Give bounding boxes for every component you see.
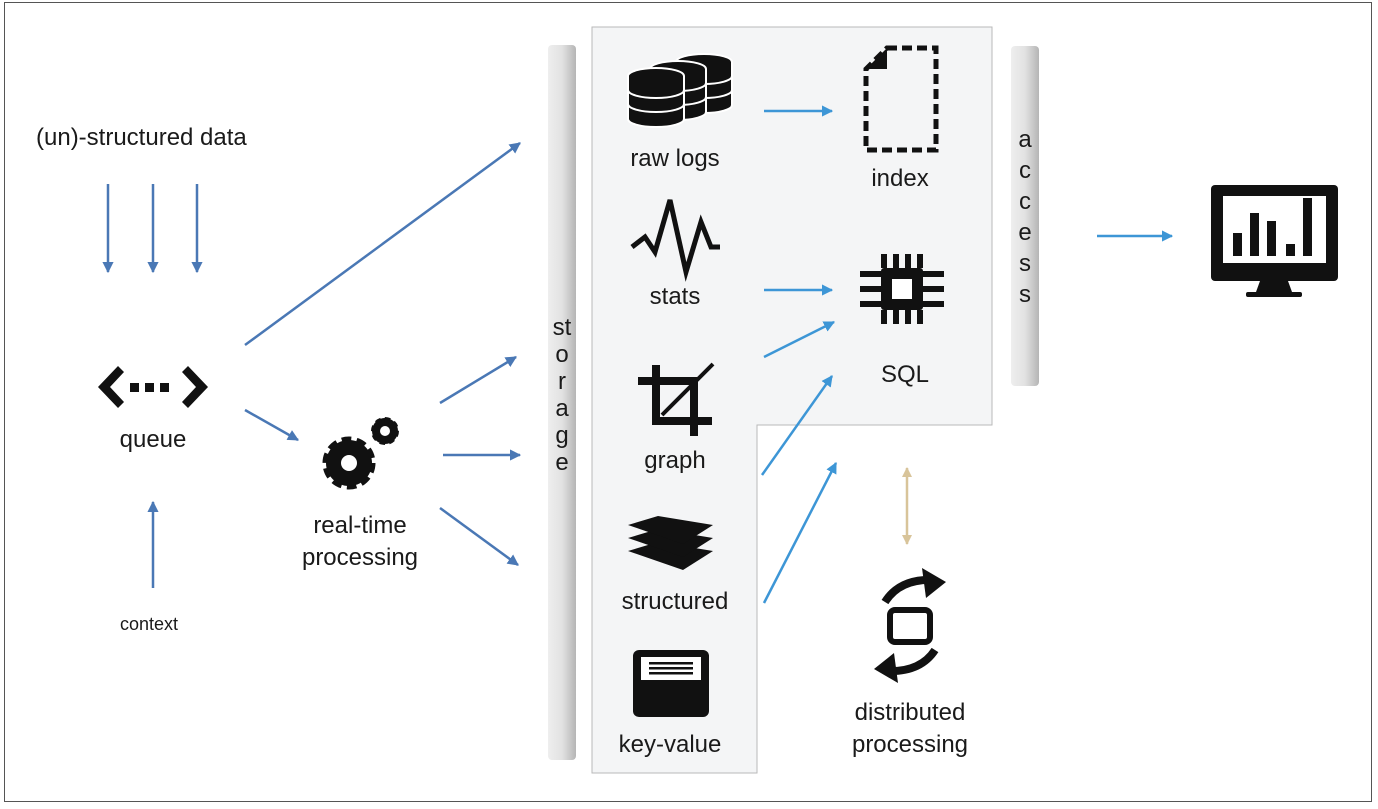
sync-icon <box>874 568 946 683</box>
access-bar-label: a c c e s s <box>1007 128 1043 314</box>
drawer-icon <box>633 650 709 717</box>
realtime-label-line1: real-time <box>313 512 407 539</box>
storage-letter: a <box>555 395 569 422</box>
storage-letter: e <box>555 449 569 476</box>
access-letter: s <box>1019 281 1031 308</box>
access-bar <box>1011 46 1039 386</box>
storage-letter: g <box>555 422 569 449</box>
queue-label: queue <box>119 426 187 453</box>
context-label: context <box>119 614 179 634</box>
access-letter: c <box>1019 188 1031 215</box>
stats-label: stats <box>649 283 701 310</box>
structured-label: structured <box>621 588 729 615</box>
chip-icon <box>860 254 944 324</box>
gears-icon <box>322 417 399 490</box>
access-letter: s <box>1019 250 1031 277</box>
storage-letter: o <box>555 341 569 368</box>
frame-border <box>4 2 1372 802</box>
distributed-label-line1: distributed <box>854 699 966 726</box>
zigzag-signal-icon <box>630 199 720 282</box>
distributed-label-line2: processing <box>851 731 969 758</box>
input-arrows <box>102 141 522 588</box>
storage-panel <box>591 26 993 774</box>
store-arrows <box>760 105 1174 604</box>
key-value-label: key-value <box>618 731 722 758</box>
storage-bar-label: st o r a g e <box>544 316 580 478</box>
realtime-label-line2: processing <box>301 544 419 571</box>
crop-icon <box>638 362 715 436</box>
source-data-label: (un)-structured data <box>36 124 247 151</box>
access-letter: e <box>1018 219 1032 246</box>
graph-label: graph <box>644 447 706 474</box>
layers-icon <box>628 516 713 570</box>
index-label: index <box>871 165 929 192</box>
storage-letter: st <box>552 314 572 341</box>
raw-logs-label: raw logs <box>630 145 720 172</box>
storage-letter: r <box>558 368 566 395</box>
access-letter: c <box>1019 157 1031 184</box>
monitor-chart-icon <box>1211 185 1338 297</box>
storage-bar <box>548 45 576 760</box>
sql-label: SQL <box>880 361 930 388</box>
access-letter: a <box>1018 126 1032 153</box>
database-stack-icon <box>627 53 733 128</box>
dashed-document-icon <box>863 45 939 153</box>
code-arrows-icon <box>98 366 208 408</box>
